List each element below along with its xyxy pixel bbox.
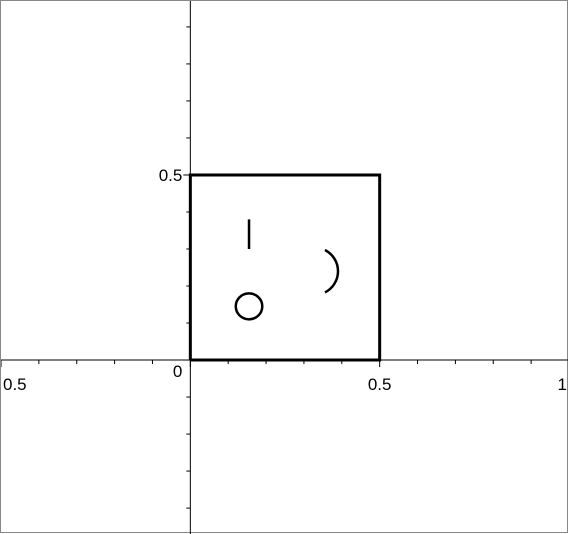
- x-tick-label-one: 1: [558, 375, 567, 394]
- series-layer: [188, 173, 382, 362]
- y-tick-label-half: 0.5: [159, 166, 183, 185]
- x-tick-label-half: 0.5: [368, 375, 392, 394]
- x-tick-label-zero: 0: [173, 362, 182, 381]
- x-tick-label-neg-half: 0.5: [3, 375, 27, 394]
- square-series: [188, 173, 382, 362]
- circle-series: [234, 292, 264, 321]
- arc-series: [324, 248, 340, 294]
